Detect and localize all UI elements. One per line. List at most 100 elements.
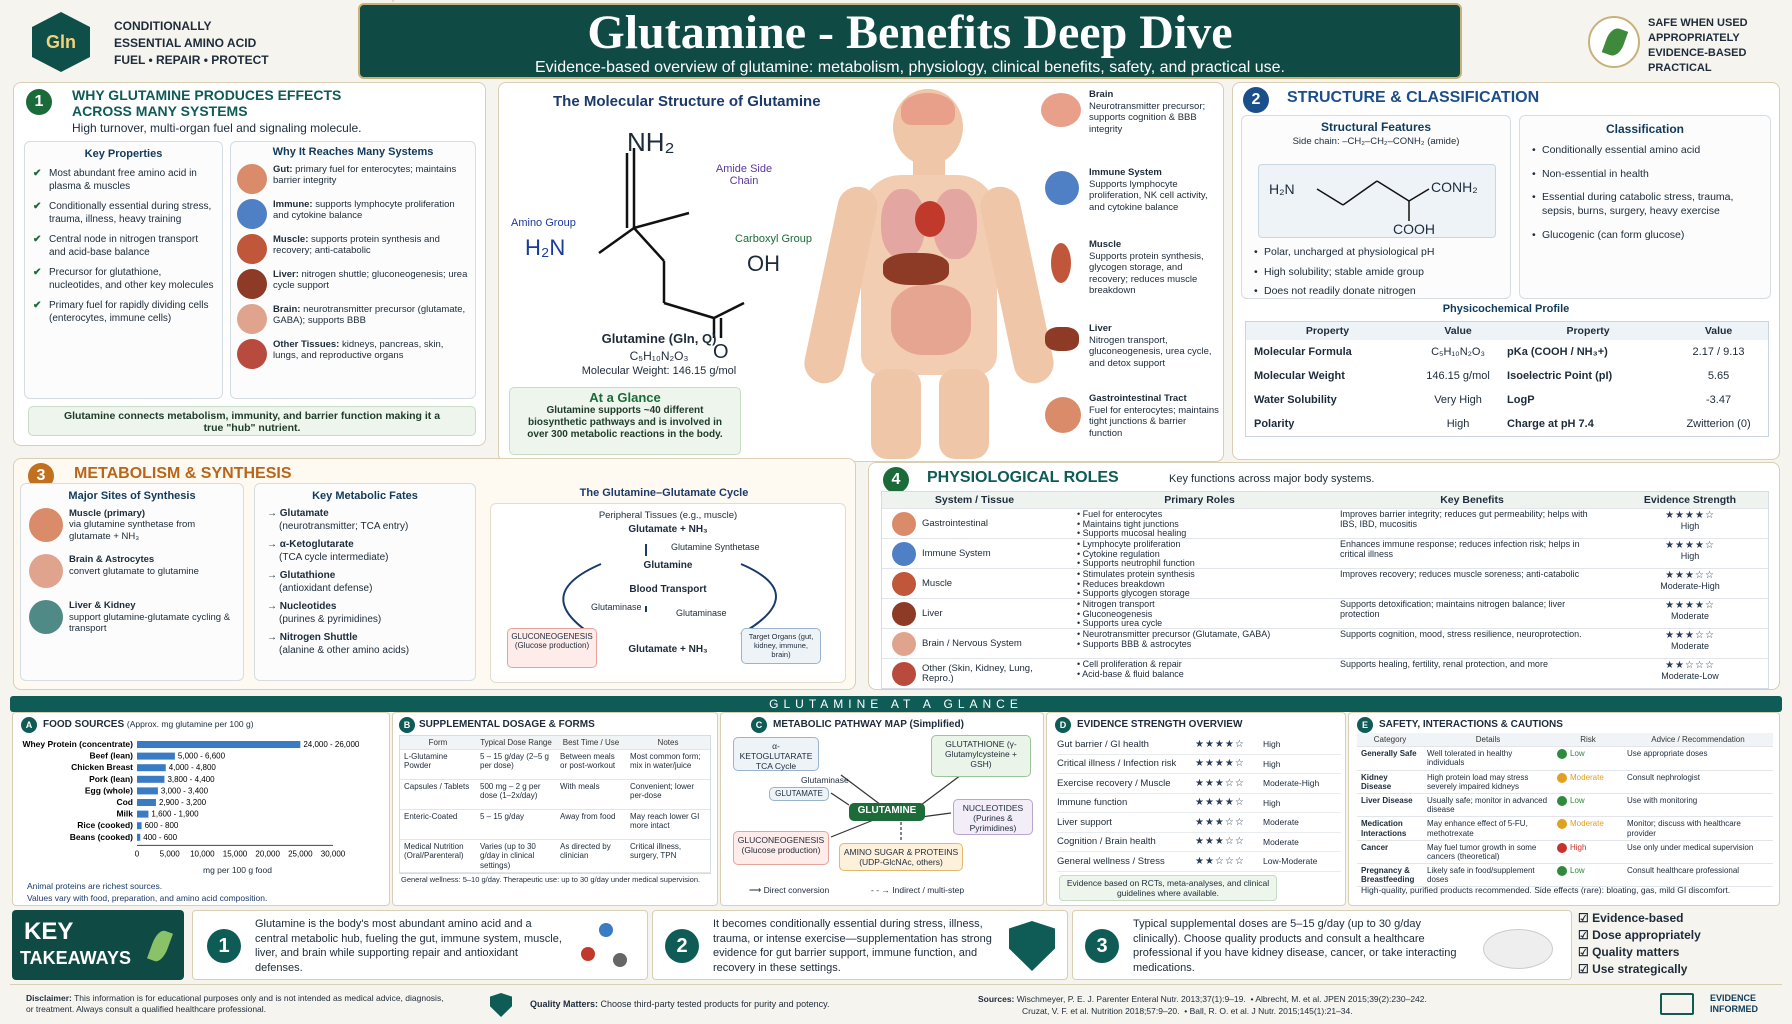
x-tick-label: 10,000 bbox=[190, 849, 215, 858]
cell: Enteric-Coated bbox=[400, 809, 476, 841]
section-1-title: WHY GLUTAMINE PRODUCES EFFECTS ACROSS MA… bbox=[72, 87, 341, 119]
takeaway-text: It becomes conditionally essential durin… bbox=[713, 918, 992, 974]
evidence-topic: Critical illness / Infection risk bbox=[1057, 758, 1177, 770]
molecule-name: Glutamine (Gln, Q) bbox=[601, 331, 717, 346]
cycle-glu-nh3-bottom: Glutamate + NH₃ bbox=[628, 644, 708, 655]
benefit-text: Supports cognition, mood, stress resilie… bbox=[1340, 629, 1582, 639]
fate-name: α-Ketoglutarate bbox=[279, 539, 354, 550]
fate-item: → Glutamate(neurotransmitter; TCA entry) bbox=[267, 508, 463, 533]
cell: Molecular Formula bbox=[1254, 346, 1352, 358]
header-left: Gln CONDITIONALLY ESSENTIAL AMINO ACID F… bbox=[30, 10, 350, 76]
glutamate-box: GLUTAMATE bbox=[769, 787, 829, 801]
evidence-stars: ★★★☆☆ bbox=[1195, 816, 1245, 828]
section-2-number: 2 bbox=[1243, 87, 1269, 113]
liver-icon bbox=[237, 269, 267, 299]
food-bar bbox=[137, 741, 301, 748]
metabolic-fates-box: Key Metabolic Fates → Glutamate(neurotra… bbox=[254, 483, 476, 681]
takeaway-text: Glutamine is the body's most abundant am… bbox=[255, 918, 562, 974]
evidence-stars: ★★☆☆☆ bbox=[1195, 855, 1245, 867]
role-item: • Fuel for enterocytes bbox=[1077, 509, 1163, 519]
risk-indicator-icon bbox=[1557, 772, 1567, 783]
cell: Monitor; discuss with healthcare provide… bbox=[1623, 816, 1773, 841]
risk-level: Low bbox=[1570, 796, 1585, 806]
checklist-text: Use strategically bbox=[1592, 962, 1688, 976]
cell: Molecular Weight bbox=[1254, 370, 1345, 382]
cell: Consult healthcare professional bbox=[1623, 863, 1773, 888]
cell: Critical illness, surgery, TPN bbox=[626, 839, 710, 873]
evidence-title: EVIDENCE STRENGTH OVERVIEW bbox=[1077, 719, 1243, 730]
cell: Charge at pH 7.4 bbox=[1507, 418, 1594, 430]
system-name: Brain: bbox=[273, 304, 301, 315]
food-value-label: 5,000 - 6,600 bbox=[178, 752, 226, 761]
x-tick-label: 30,000 bbox=[321, 849, 346, 858]
legend-direct-text: Direct conversion bbox=[763, 885, 830, 895]
fate-name: Nitrogen Shuttle bbox=[279, 632, 358, 643]
site-text: support glutamine-glutamate cycling & tr… bbox=[69, 611, 231, 634]
dosage-note: General wellness: 5–10 g/day. Therapeuti… bbox=[401, 875, 701, 884]
system-text: neurotransmitter precursor (glutamate, G… bbox=[273, 304, 466, 327]
cell: C₅H₁₀N₂O₃ bbox=[1431, 346, 1485, 358]
organ-name: Liver bbox=[1089, 323, 1112, 334]
food-bar bbox=[137, 764, 166, 772]
disclaimer-label: Disclaimer: bbox=[26, 993, 72, 1003]
side-chain-conh2: CONH₂ bbox=[1431, 179, 1478, 195]
takeaway-number: 2 bbox=[665, 929, 699, 963]
system-icon bbox=[892, 541, 916, 566]
glance-banner-text: GLUTAMINE AT A GLANCE bbox=[769, 697, 1023, 711]
evidence-stars: ★★★☆☆ bbox=[1665, 570, 1715, 581]
site-name: Liver & Kidney bbox=[69, 600, 136, 612]
amino-group-label: Amino Group bbox=[511, 217, 576, 229]
col-header: Value bbox=[1704, 325, 1733, 337]
letter-d-badge: D bbox=[1055, 717, 1071, 733]
molecule-formula: C₅H₁₀N₂O₃ bbox=[629, 349, 689, 363]
molecule-weight: Molecular Weight: 146.15 g/mol bbox=[581, 365, 737, 377]
food-sources-panel: A FOOD SOURCES (Approx. mg glutamine per… bbox=[12, 712, 390, 906]
takeaways-label-1: KEY bbox=[24, 918, 74, 945]
cell: Varies (up to 30 g/day in clinical setti… bbox=[476, 839, 556, 873]
evidence-row: General wellness / Stress★★☆☆☆Low-Modera… bbox=[1057, 852, 1341, 872]
letter-a-badge: A bbox=[21, 717, 37, 733]
system-name: Muscle bbox=[922, 577, 953, 589]
organ-text: Supports protein synthesis, glycogen sto… bbox=[1089, 250, 1204, 297]
food-bar bbox=[137, 752, 175, 760]
risk-indicator-icon bbox=[1557, 819, 1567, 830]
col-header: Form bbox=[400, 736, 476, 751]
cell: Kidney Disease bbox=[1357, 770, 1423, 794]
cell: May reach lower GI more intact bbox=[626, 809, 710, 841]
food-category-label: Milk bbox=[116, 809, 133, 819]
food-bar-chart: Whey Protein (concentrate)24,000 - 26,00… bbox=[22, 739, 359, 858]
col-header: Key Benefits bbox=[1440, 494, 1504, 506]
roles-row: Liver• Nitrogen transport• Gluconeogenes… bbox=[882, 598, 1768, 628]
cell: LogP bbox=[1507, 394, 1535, 406]
cell: 146.15 g/mol bbox=[1426, 370, 1490, 382]
takeaway-1: 1 Glutamine is the body's most abundant … bbox=[192, 910, 648, 980]
letter-c-badge: C bbox=[751, 717, 767, 733]
evidence-level: High bbox=[1263, 797, 1281, 808]
cell: -3.47 bbox=[1705, 394, 1732, 406]
cell: Use only under medical supervision bbox=[1623, 840, 1773, 865]
risk-level: Low bbox=[1570, 866, 1585, 876]
evidence-topic: Liver support bbox=[1057, 816, 1112, 828]
cell: Medical Nutrition (Oral/Parenteral) bbox=[400, 839, 476, 873]
role-item: • Supports mucosal healing bbox=[1077, 528, 1187, 538]
risk-level: Moderate bbox=[1570, 819, 1604, 829]
cell: Away from food bbox=[556, 809, 626, 841]
header-right-2: APPROPRIATELY bbox=[1648, 32, 1740, 44]
glutaminase-left: Glutaminase bbox=[591, 602, 642, 612]
header-tag-2: ESSENTIAL AMINO ACID bbox=[114, 36, 257, 50]
role-item: • Acid-base & fluid balance bbox=[1077, 668, 1184, 679]
benefit-text: Improves recovery; reduces muscle sorene… bbox=[1340, 569, 1580, 579]
organ-text: Fuel for enterocytes; maintains tight ju… bbox=[1089, 404, 1219, 439]
food-value-label: 2,900 - 3,200 bbox=[159, 798, 207, 807]
checklist: ☑ Evidence-based ☑ Dose appropriately ☑ … bbox=[1578, 910, 1782, 980]
x-tick-label: 25,000 bbox=[288, 849, 313, 858]
book-icon bbox=[1660, 993, 1694, 1015]
col-header: Typical Dose Range bbox=[476, 736, 556, 751]
site-name: Brain & Astrocytes bbox=[69, 554, 155, 566]
evidence-level: Moderate-High bbox=[1263, 778, 1320, 789]
benefit-text: Supports healing, fertility, renal prote… bbox=[1340, 659, 1548, 669]
structure-bullet: Polar, uncharged at physiological pH bbox=[1252, 246, 1508, 260]
